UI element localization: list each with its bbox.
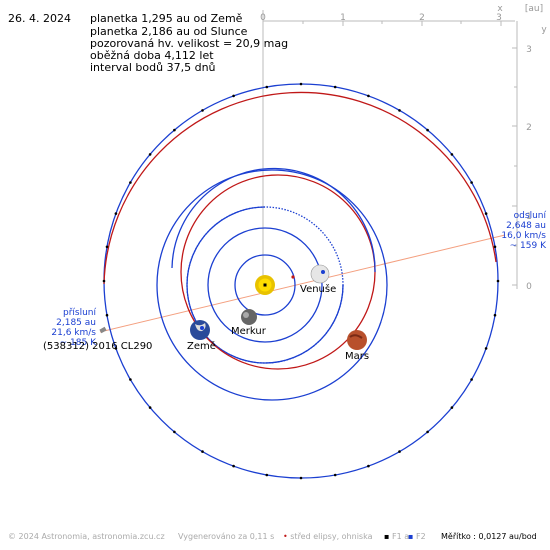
- orbit-point: [484, 212, 488, 215]
- orbit-point: [265, 85, 269, 89]
- legend-f1: ▪ F1 a: [384, 532, 410, 541]
- aphelion-speed: 16,0 km/s: [501, 231, 546, 241]
- orbit-point: [484, 347, 488, 350]
- aphelion-title: odsluní: [513, 211, 546, 221]
- black-square-icon: ▪: [384, 532, 390, 541]
- mars-orbit-blue: [171, 167, 376, 273]
- info-period: oběžná doba 4,112 let: [90, 49, 214, 62]
- scale-text: Měřítko : 0,0127 au/bod: [441, 532, 537, 541]
- aphelion-label: odsluní 2,648 au 16,0 km/s ~ 159 K: [501, 211, 546, 251]
- legend-center: • střed elipsy, ohniska: [283, 532, 373, 541]
- asteroid-orbit-red: [103, 91, 497, 285]
- perihelion-distance: 2,185 au: [56, 318, 96, 328]
- perihelion-title: přísluní: [62, 308, 96, 318]
- asteroid-orbit-points: [102, 82, 500, 480]
- orbit-point: [129, 181, 132, 184]
- orbit-point: [450, 406, 454, 409]
- info-distance-earth: planetka 1,295 au od Země: [90, 12, 243, 25]
- x-tick-0: 0: [260, 13, 266, 23]
- orbit-point: [367, 94, 370, 98]
- mercury-orbit: [234, 254, 296, 316]
- orbit-point: [398, 109, 401, 112]
- orbit-point: [232, 464, 235, 468]
- x-tick-3: 3: [496, 13, 502, 23]
- orbit-point: [426, 128, 429, 132]
- y-axis-ticks: [512, 21, 518, 289]
- y-tick-2: 2: [526, 123, 532, 133]
- jupiter-zone-orbit: [156, 169, 388, 401]
- copyright-text: © 2024 Astronomia, astronomia.zcu.cz: [8, 532, 165, 541]
- orbit-point: [450, 153, 454, 156]
- y-tick-0: 0: [526, 282, 532, 292]
- x-tick-2: 2: [419, 13, 425, 23]
- orbit-point: [299, 82, 303, 86]
- mercury-label: Merkur: [231, 326, 266, 337]
- perihelion-label: přísluní 2,185 au 21,6 km/s ~ 185 K: [46, 308, 96, 348]
- orbit-point: [265, 473, 269, 477]
- orbit-point: [173, 128, 176, 132]
- date-label: 26. 4. 2024: [8, 12, 71, 25]
- orbit-point: [493, 245, 497, 249]
- orbit-point: [201, 109, 204, 112]
- mars-label: Mars: [345, 351, 370, 362]
- render-time-text: Vygenerováno za 0,11 s: [178, 532, 275, 541]
- legend-f2: ▪ F2: [408, 532, 426, 541]
- orbit-point: [201, 450, 204, 453]
- orbit-point: [114, 347, 118, 350]
- orbit-point: [333, 85, 337, 89]
- y-tick-1: 1: [526, 212, 532, 222]
- ellipse-center-marker: [291, 275, 295, 279]
- x-tick-1: 1: [340, 13, 346, 23]
- asteroid-name-label: (538312) 2016 CL290: [43, 341, 153, 352]
- orbit-point: [493, 313, 497, 317]
- orbit-point: [333, 473, 337, 477]
- mars-icon: [347, 330, 367, 350]
- asteroid-orbit-blue: [103, 83, 499, 479]
- orbit-point: [148, 406, 152, 409]
- mercury-icon: [241, 309, 257, 325]
- orbit-point: [148, 153, 152, 156]
- orbit-point: [105, 313, 109, 317]
- red-dot-icon: •: [283, 532, 288, 541]
- aphelion-distance: 2,648 au: [506, 221, 546, 231]
- blue-square-icon: ▪: [408, 532, 414, 541]
- info-distance-sun: planetka 2,186 au od Slunce: [90, 25, 248, 38]
- orbit-point: [367, 464, 370, 468]
- y-tick-3: 3: [526, 45, 532, 55]
- orbit-point: [299, 476, 303, 480]
- info-interval: interval bodů 37,5 dnů: [90, 61, 216, 74]
- orbit-point: [496, 279, 500, 283]
- orbit-point: [173, 430, 176, 434]
- x-axis-ticks: [262, 21, 502, 26]
- venus-orbit: [207, 227, 323, 343]
- orbit-point: [129, 378, 132, 381]
- orbit-point: [470, 378, 473, 381]
- line-of-apsides: [99, 234, 506, 333]
- venus-icon: [310, 264, 330, 284]
- x-axis-label: x: [497, 4, 503, 14]
- perihelion-temp: ~ 185 K: [59, 338, 96, 348]
- earth-label: Země: [187, 341, 216, 352]
- perihelion-speed: 21,6 km/s: [51, 328, 96, 338]
- asteroid-icon: [99, 326, 107, 334]
- info-magnitude: pozorovaná hv. velikost = 20,9 mag: [90, 37, 289, 50]
- focus-f1-marker: [263, 283, 267, 287]
- earth-icon: [190, 320, 210, 340]
- orbit-point: [105, 245, 109, 249]
- orbit-point: [426, 430, 429, 434]
- orbit-point: [470, 181, 473, 184]
- orbit-point: [114, 212, 118, 215]
- y-axis-label: y: [541, 25, 547, 35]
- unit-label: [au]: [525, 4, 543, 14]
- orbit-point: [102, 279, 106, 283]
- orbit-point: [398, 450, 401, 453]
- orbit-point: [232, 94, 235, 98]
- aphelion-temp: ~ 159 K: [509, 241, 546, 251]
- venus-label: Venuše: [300, 284, 337, 295]
